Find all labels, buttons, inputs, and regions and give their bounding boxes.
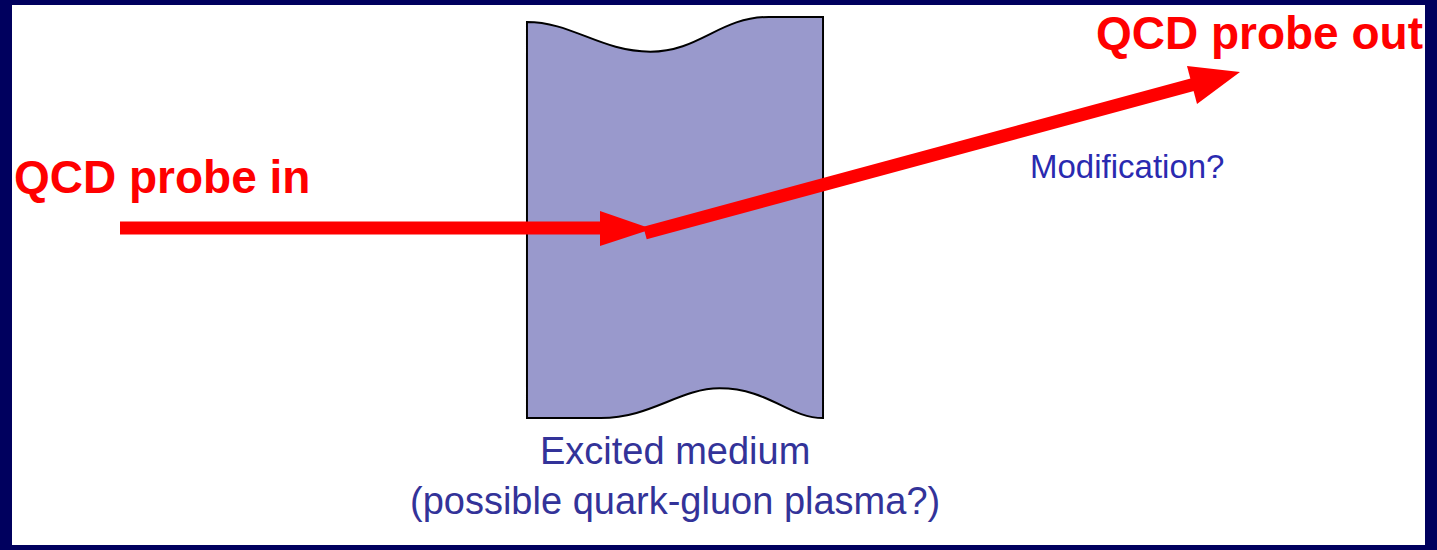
medium-subtitle: (possible quark-gluon plasma?) (410, 480, 940, 523)
caption-holder: Excited medium (540, 430, 810, 473)
outgoing-arrowhead (1187, 66, 1240, 104)
label-holder: QCD probe out (1096, 6, 1423, 60)
label-holder: QCD probe in (14, 150, 310, 204)
outgoing-label: QCD probe out (1096, 6, 1423, 60)
medium-title: Excited medium (540, 430, 810, 473)
outgoing-arrow-shaft (645, 84, 1195, 233)
caption-holder: (possible quark-gluon plasma?) (410, 480, 940, 523)
slab-shape (527, 17, 823, 418)
modification-note: Modification? (1030, 148, 1224, 186)
incoming-arrow-shaft (120, 222, 602, 235)
label-holder: Modification? (1030, 148, 1224, 186)
incoming-label: QCD probe in (14, 150, 310, 204)
